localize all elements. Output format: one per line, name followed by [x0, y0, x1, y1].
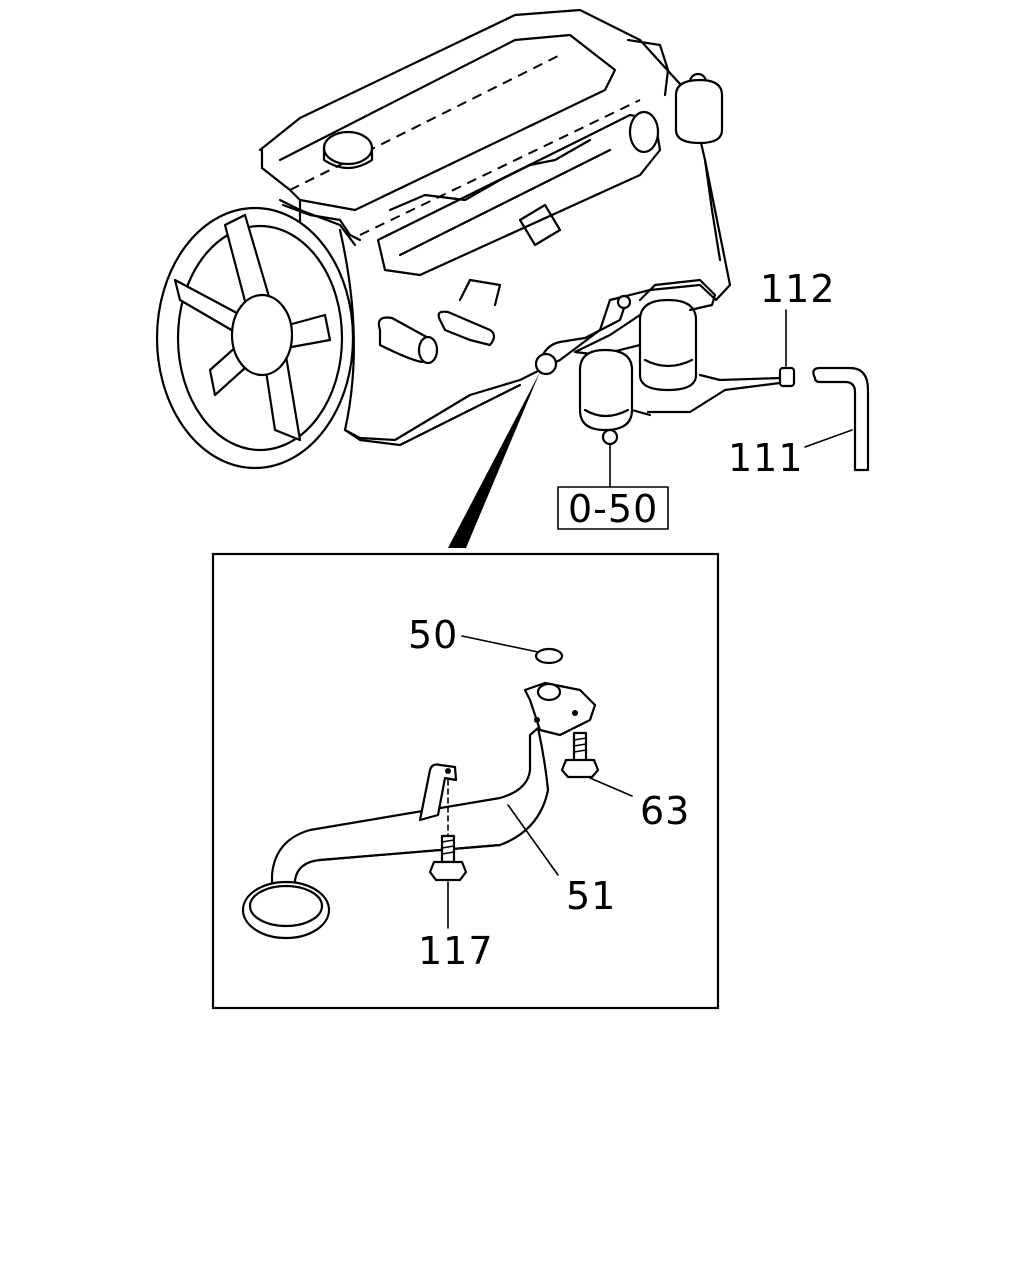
bolt-117 [428, 779, 468, 882]
callout-117: 117 [418, 929, 494, 973]
clip-112 [778, 366, 796, 388]
engine-assembly [258, 8, 732, 447]
callout-63: 63 [640, 789, 690, 833]
oil-filler-cap [322, 130, 374, 166]
oil-strainer-pipe-51 [241, 681, 597, 940]
callout-112: 112 [760, 267, 836, 311]
callout-111: 111 [728, 436, 804, 480]
fan-assembly [155, 206, 355, 470]
detail-pointer-wedge [448, 372, 540, 548]
callout-50: 50 [408, 613, 458, 657]
hose-111 [812, 366, 870, 472]
leader-63 [589, 777, 633, 797]
leader-51 [507, 804, 559, 876]
leader-50 [461, 635, 539, 653]
detail-frame [211, 552, 720, 1010]
leader-111 [804, 429, 853, 448]
callout-0-50: 0-50 [568, 487, 658, 531]
filter-assembly [534, 278, 870, 472]
o-ring-50 [534, 647, 564, 665]
callout-51: 51 [566, 874, 616, 918]
bolt-63 [560, 731, 600, 779]
ref-box-0-50 [557, 486, 669, 530]
drain-plug-marker [534, 352, 558, 376]
